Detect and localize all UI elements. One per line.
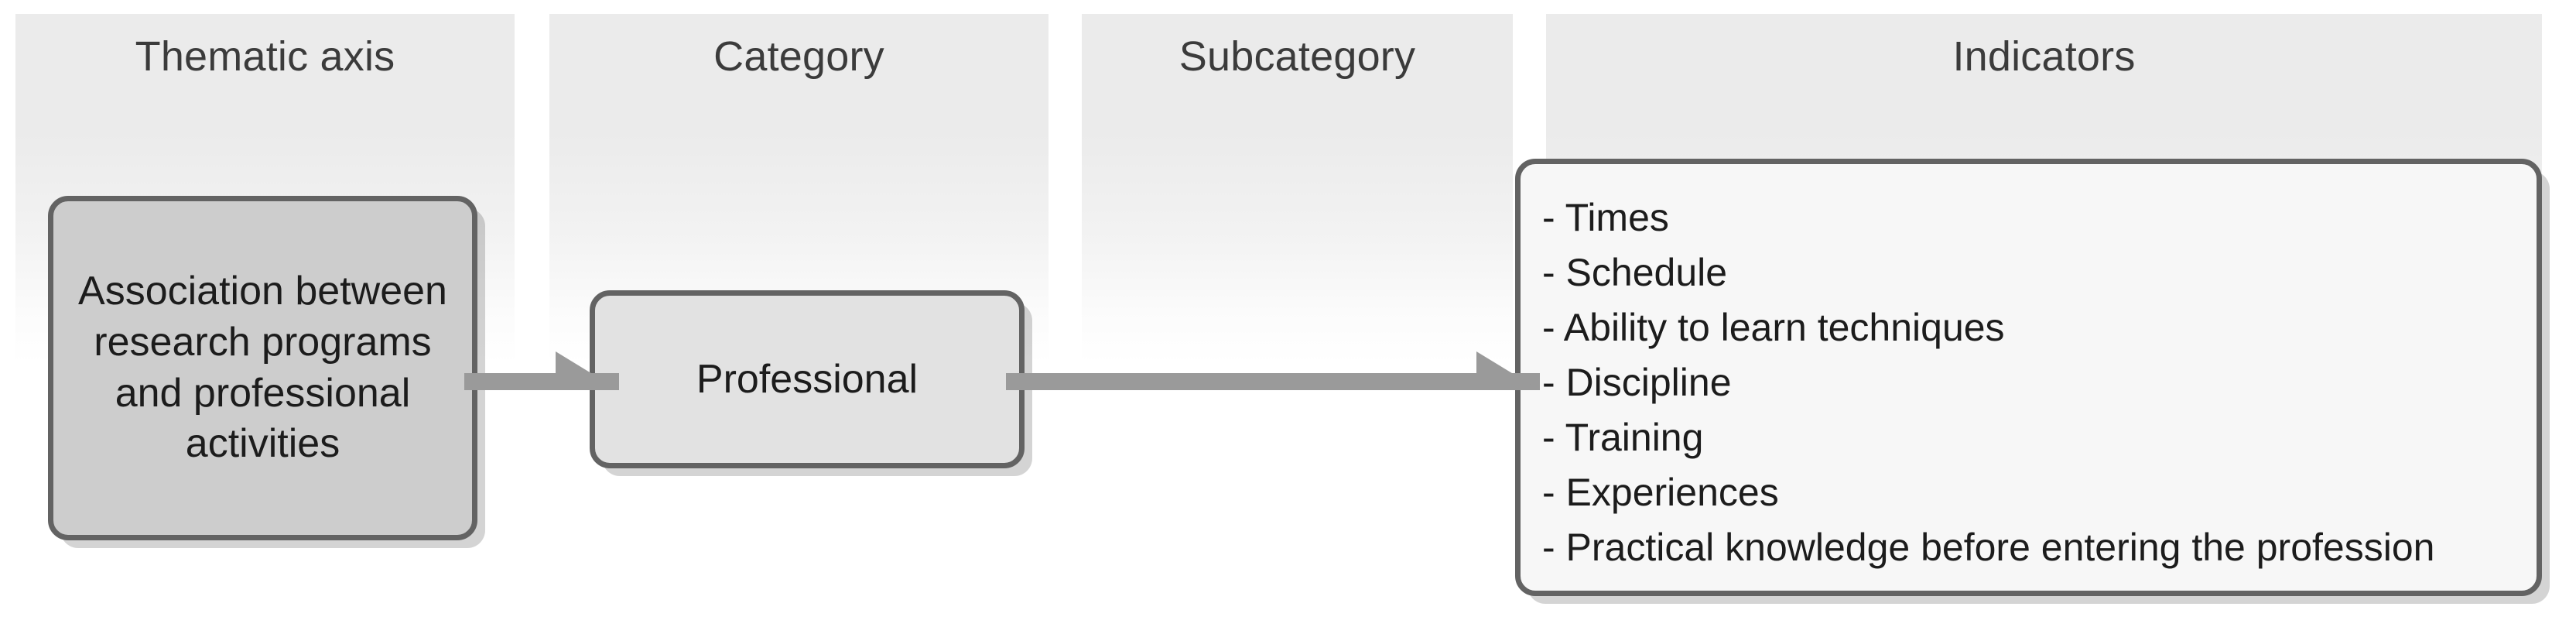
column-header-subcategory: Subcategory bbox=[1179, 33, 1416, 80]
indicator-item: - Times bbox=[1542, 196, 1669, 239]
indicator-item: - Practical knowledge before entering th… bbox=[1542, 526, 2435, 569]
column-header-indicators: Indicators bbox=[1952, 33, 2136, 80]
column-band-subcategory bbox=[1082, 14, 1513, 364]
indicator-item: - Training bbox=[1542, 416, 1704, 459]
node-thematic-axis[interactable]: Association between research programs an… bbox=[48, 196, 477, 540]
column-header-category: Category bbox=[713, 33, 884, 80]
indicator-item: - Ability to learn techniques bbox=[1542, 306, 2005, 349]
column-header-thematic-axis: Thematic axis bbox=[135, 33, 395, 80]
indicator-list: - Times - Schedule - Ability to learn tech… bbox=[1521, 164, 2434, 575]
node-category[interactable]: Professional bbox=[590, 290, 1025, 468]
node-category-label: Professional bbox=[696, 356, 919, 402]
node-thematic-axis-label: Association between research programs an… bbox=[78, 269, 447, 467]
indicator-item: - Schedule bbox=[1542, 251, 1728, 294]
indicator-item: - Discipline bbox=[1542, 361, 1732, 404]
indicator-item: - Experiences bbox=[1542, 471, 1779, 514]
arrow-category-to-indicators bbox=[1006, 351, 1540, 390]
node-indicators[interactable]: - Times - Schedule - Ability to learn tech… bbox=[1515, 159, 2542, 596]
arrow-thematic-axis-to-category bbox=[464, 351, 619, 390]
